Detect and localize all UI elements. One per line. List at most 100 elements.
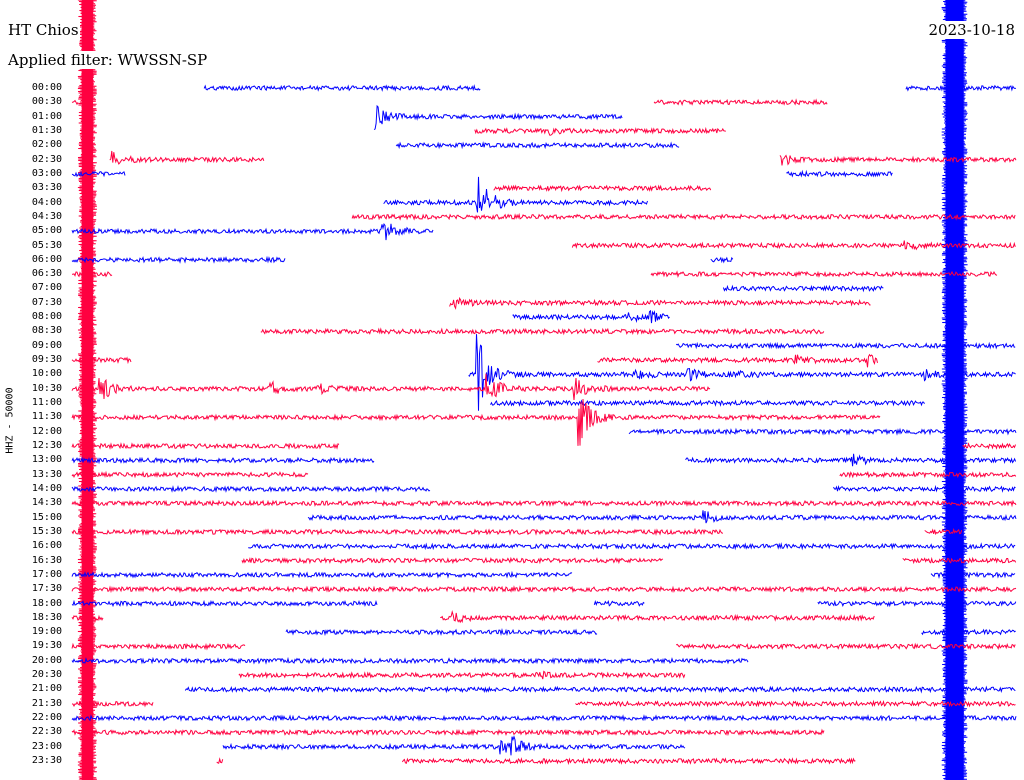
row-label: 12:30 — [31, 440, 62, 451]
trace-row-0900 — [675, 341, 1016, 350]
row-label: 03:00 — [31, 167, 62, 179]
trace-row-0800 — [512, 309, 670, 324]
trace-row-2300 — [222, 735, 686, 756]
row-label: 09:00 — [31, 339, 62, 351]
row-label: 04:00 — [31, 196, 62, 208]
row-label: 06:30 — [31, 268, 62, 280]
trace-row-1230 — [71, 442, 1016, 450]
trace-row-0430 — [351, 212, 1016, 221]
trace-row-1800 — [71, 599, 1017, 608]
trace-row-1400 — [71, 484, 1016, 493]
row-label: 13:00 — [31, 454, 62, 466]
trace-row-0600 — [71, 255, 734, 264]
trace-row-0000 — [203, 84, 1016, 92]
row-label: 10:00 — [31, 368, 62, 380]
row-label: 21:00 — [31, 683, 62, 695]
row-label: 08:30 — [31, 325, 62, 337]
row-label: 19:30 — [31, 640, 62, 652]
trace-row-0300 — [71, 169, 893, 178]
trace-row-1930 — [71, 642, 1016, 651]
row-label: 17:00 — [31, 568, 62, 580]
row-label: 19:00 — [31, 626, 62, 638]
high-amplitude-fill-1 — [945, 0, 964, 780]
row-label: 07:30 — [31, 296, 62, 308]
trace-row-0830 — [260, 327, 825, 336]
row-label: 10:30 — [31, 382, 62, 394]
trace-row-0330 — [493, 184, 712, 193]
trace-row-1900 — [285, 628, 1016, 637]
row-label: 18:00 — [31, 597, 62, 609]
trace-row-1200 — [628, 427, 1017, 436]
row-label: 20:30 — [31, 669, 62, 681]
trace-row-0630 — [72, 270, 998, 279]
filter-label: Applied filter: WWSSN-SP — [7, 51, 209, 69]
row-label: 23:00 — [31, 740, 62, 752]
row-label: 20:00 — [31, 654, 62, 666]
row-label: 16:00 — [31, 540, 62, 552]
trace-row-1430 — [71, 499, 1017, 508]
row-label: 00:30 — [31, 96, 62, 108]
trace-row-0130 — [474, 126, 726, 136]
row-label: 13:30 — [31, 468, 62, 480]
row-label: 09:30 — [31, 354, 62, 366]
row-label: 22:00 — [31, 712, 62, 724]
trace-row-2000 — [71, 656, 749, 665]
trace-row-0030 — [71, 98, 828, 106]
row-label: 11:00 — [31, 397, 62, 409]
trace-row-0700 — [722, 284, 884, 293]
trace-row-1030 — [71, 373, 711, 400]
row-label: 07:00 — [31, 282, 62, 294]
trace-row-1330 — [71, 470, 1017, 479]
row-label: 06:00 — [31, 253, 62, 265]
row-label: 03:30 — [31, 182, 62, 194]
trace-row-1600 — [248, 542, 1016, 551]
trace-row-0400 — [383, 176, 648, 213]
trace-row-0930 — [71, 353, 878, 368]
trace-row-2030 — [238, 670, 686, 680]
trace-row-0530 — [571, 240, 1016, 251]
trace-row-1630 — [241, 556, 1017, 565]
trace-row-1000 — [468, 334, 1016, 411]
station-title: HT Chios — [7, 21, 80, 39]
row-label: 08:00 — [31, 311, 62, 323]
row-label: 15:00 — [31, 511, 62, 523]
row-label: 01:00 — [31, 110, 62, 122]
row-label: 02:00 — [31, 139, 62, 151]
trace-row-2100 — [184, 685, 1016, 694]
row-label: 23:30 — [31, 755, 62, 767]
row-label: 11:30 — [31, 411, 62, 423]
row-label: 16:30 — [31, 554, 62, 566]
trace-row-1530 — [71, 527, 963, 536]
trace-row-1730 — [71, 585, 1017, 594]
trace-row-1100 — [490, 399, 925, 407]
row-label: 04:30 — [31, 210, 62, 222]
trace-row-1700 — [71, 570, 1016, 579]
trace-row-0500 — [71, 222, 434, 241]
trace-row-0200 — [395, 141, 680, 150]
row-label: 22:30 — [31, 726, 62, 738]
row-label: 14:30 — [31, 497, 62, 509]
row-label: 17:30 — [31, 583, 62, 595]
trace-row-1300 — [71, 453, 1017, 467]
row-label: 14:00 — [31, 482, 62, 494]
trace-row-0230 — [109, 150, 1017, 166]
row-label: 02:30 — [31, 153, 62, 165]
row-label: 12:00 — [31, 425, 62, 437]
trace-row-2200 — [71, 714, 1017, 722]
row-label: 05:30 — [31, 239, 62, 251]
row-label: 18:30 — [31, 611, 62, 623]
row-label: 05:00 — [31, 225, 62, 237]
row-label: 15:30 — [31, 525, 62, 537]
trace-row-2130 — [71, 699, 1016, 708]
trace-row-2230 — [71, 728, 825, 737]
trace-row-1830 — [71, 610, 875, 624]
trace-row-2330 — [216, 757, 856, 766]
row-label: 21:30 — [31, 697, 62, 709]
date-title: 2023-10-18 — [927, 21, 1016, 39]
row-label: 00:00 — [31, 82, 62, 93]
trace-row-0100 — [373, 104, 623, 131]
trace-row-1130 — [71, 398, 881, 446]
row-label: 01:30 — [31, 124, 62, 136]
